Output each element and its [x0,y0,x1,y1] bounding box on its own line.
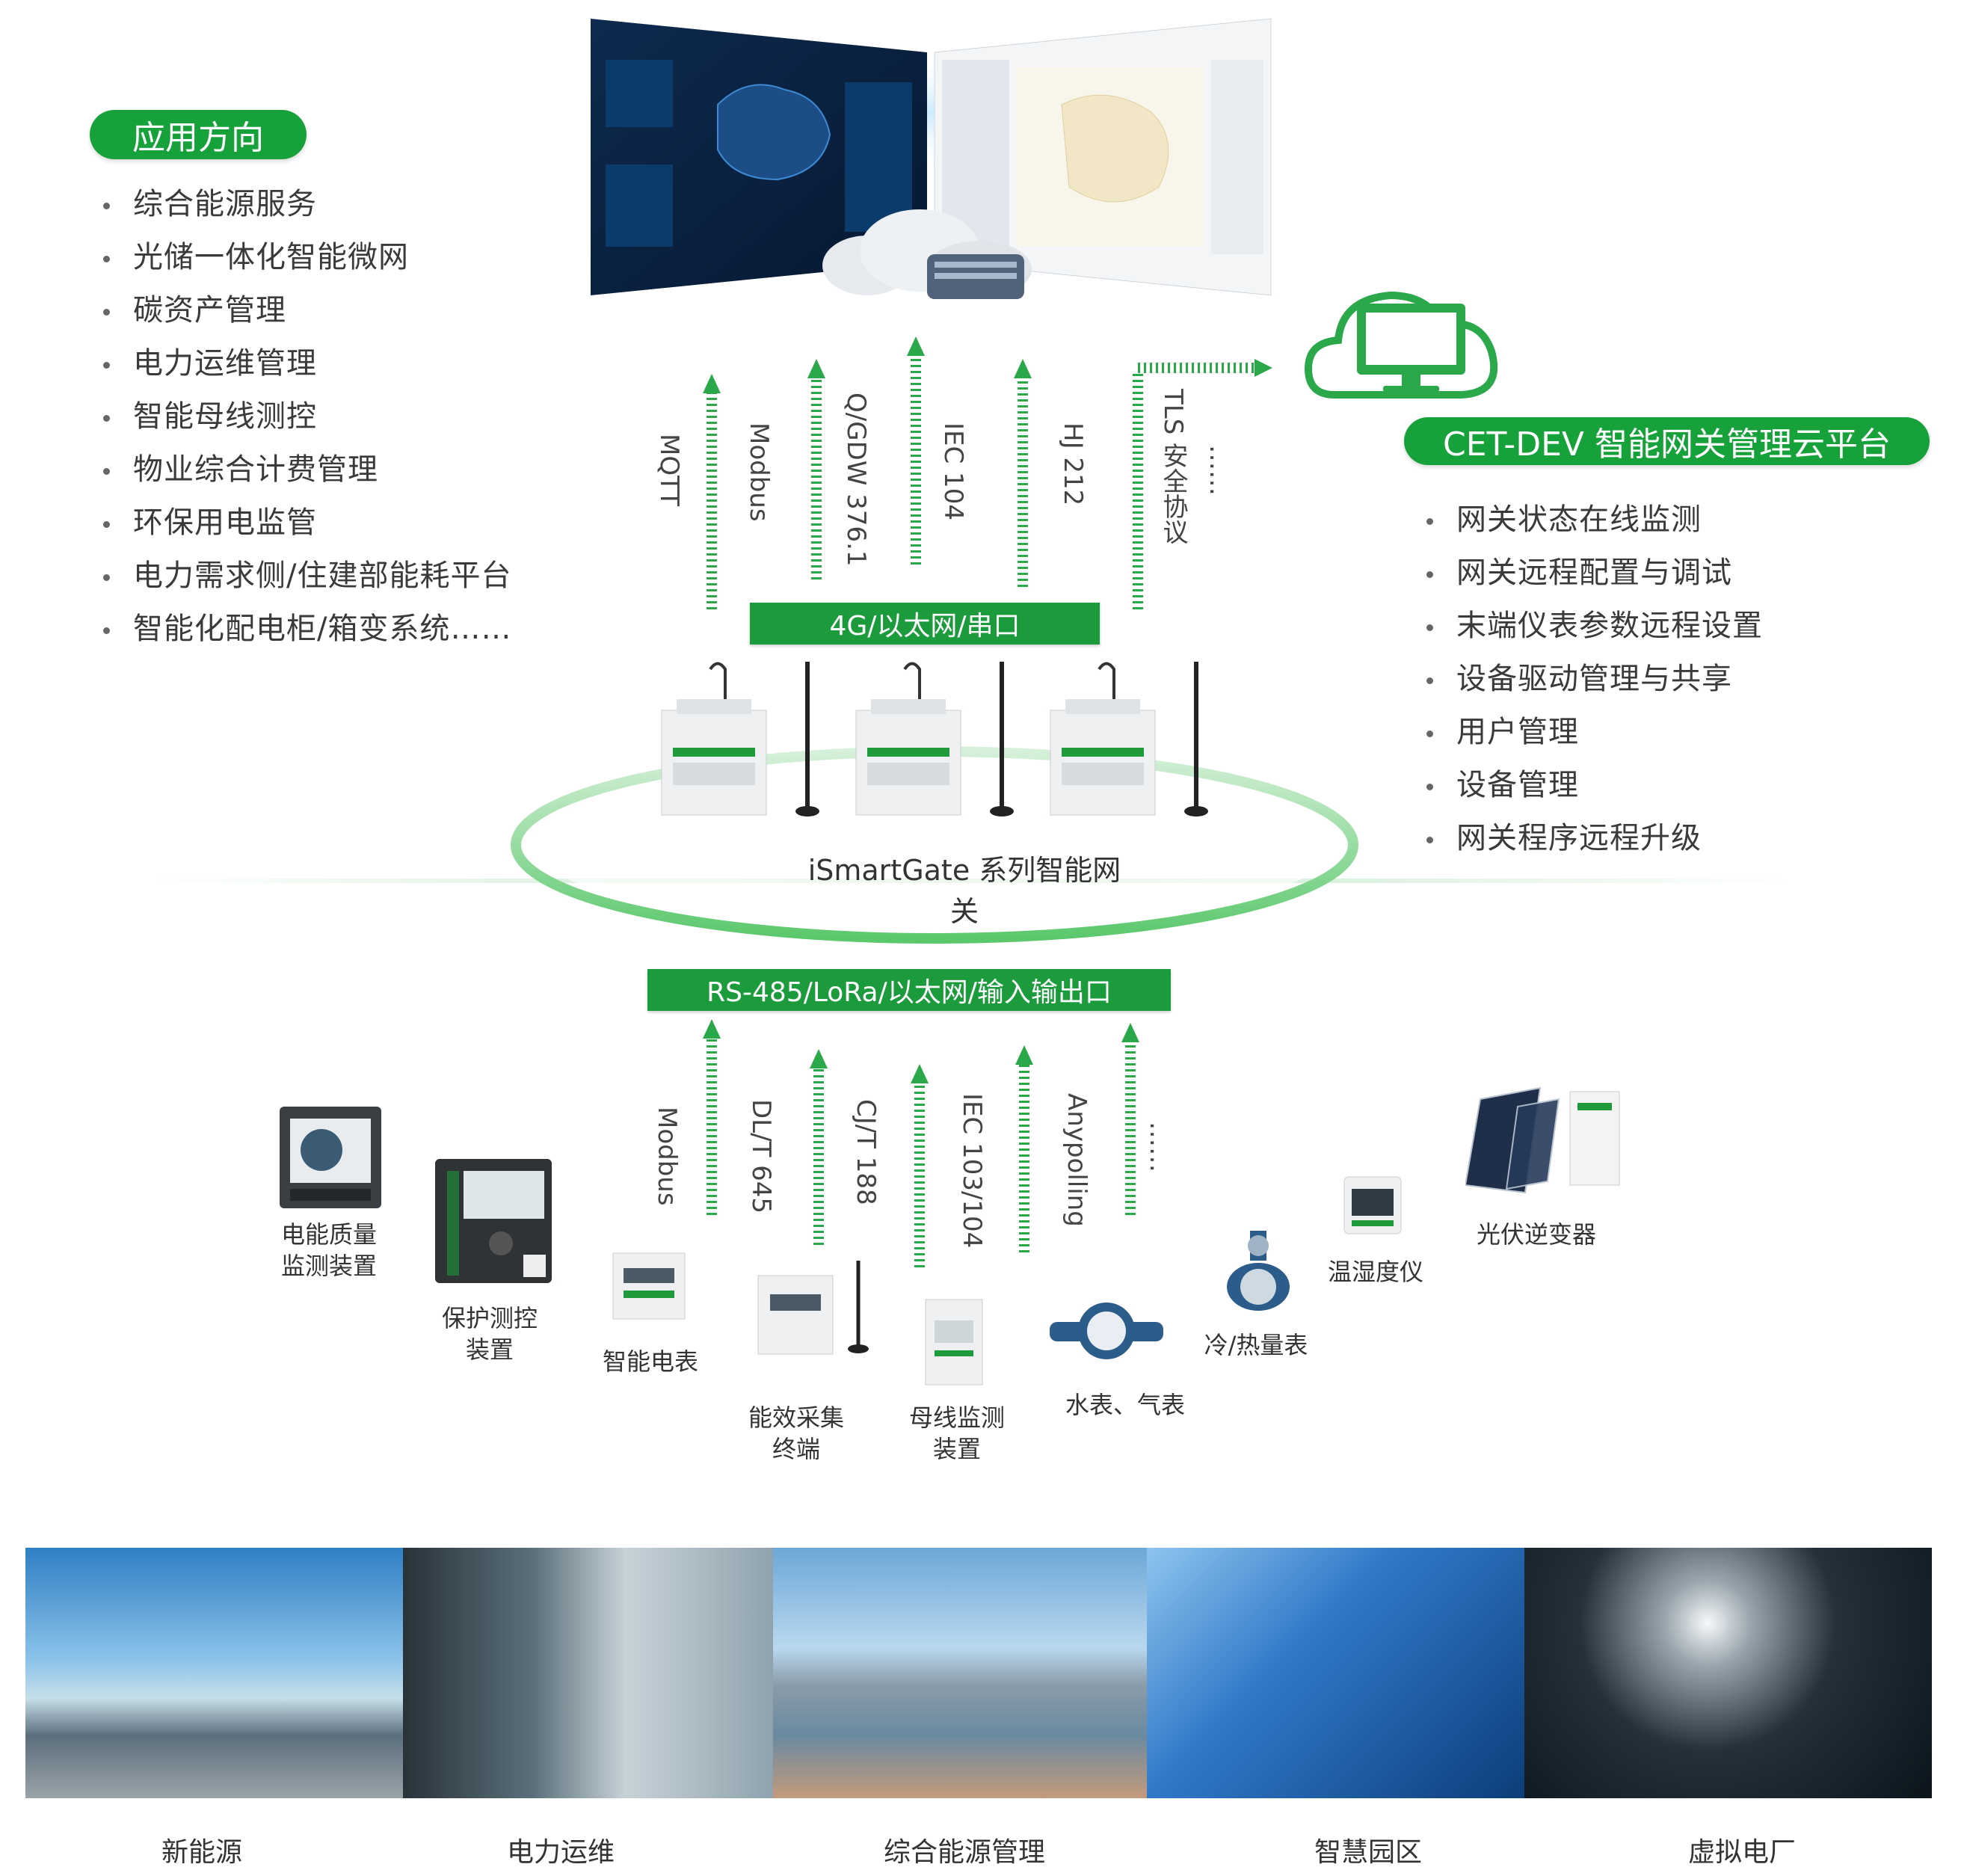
app-direction-list: 综合能源服务 光储一体化智能微网 碳资产管理 电力运维管理 智能母线测控 物业综… [97,178,511,656]
proto-modbus: Modbus [744,422,774,522]
water-meter-label: 水表、气表 [1065,1391,1185,1419]
scene-image-energy-mgmt [773,1548,1147,1798]
protection-device-label: 保护测控 装置 [441,1304,538,1364]
proto-qgdw: Q/GDW 376.1 [841,393,871,567]
heat-meter-label: 冷/热量表 [1204,1331,1308,1359]
energy-terminal-image [755,1261,875,1358]
proto-more: …… [1204,445,1234,496]
scene-image-new-energy [25,1548,403,1798]
protection-device-image [434,1157,553,1285]
scene-label-new-energy: 新能源 [161,1837,242,1868]
scene-image-power-ops [403,1548,773,1798]
pv-inverter-label: 光伏逆变器 [1476,1220,1596,1249]
list-item: 碳资产管理 [97,284,511,337]
proto-cjt188: CJ/T 188 [851,1099,881,1205]
gateway-label: iSmartGate 系列智能网关 [807,854,1121,928]
scene-image-smart-park [1147,1548,1524,1798]
proto-anypolling: Anypolling [1062,1093,1092,1227]
cloud-platform-title: CET-DEV 智能网关管理云平台 [1404,417,1930,465]
lower-arrows [703,1019,1139,1267]
list-item: 网关远程配置与调试 [1420,547,1763,600]
list-item: 电力运维管理 [97,337,511,390]
list-item: 综合能源服务 [97,178,511,231]
smart-meter-label: 智能电表 [602,1347,698,1376]
list-item: 设备管理 [1420,759,1763,812]
smart-meter-image [612,1246,686,1320]
proto-hj212: HJ 212 [1058,422,1088,506]
pq-device-image [278,1105,383,1210]
scene-label-smart-park: 智慧园区 [1314,1837,1422,1868]
proto-iec103: IEC 103/104 [957,1093,987,1249]
scene-image-vpp [1524,1548,1932,1798]
scene-label-power-ops: 电力运维 [506,1837,615,1868]
busbar-device-label: 母线监测 装置 [908,1403,1005,1463]
gateway-devices [658,658,1226,822]
water-meter-image [1047,1300,1166,1367]
proto-dlt645: DL/T 645 [746,1099,776,1214]
upper-arrows [703,336,1272,609]
list-item: 用户管理 [1420,706,1763,759]
list-item: 末端仪表参数远程设置 [1420,600,1763,653]
scene-label-vpp: 虚拟电厂 [1687,1837,1796,1868]
list-item: 网关程序远程升级 [1420,812,1763,865]
list-item: 智能化配电柜/箱变系统…… [97,603,511,656]
temp-device-label: 温湿度仪 [1327,1258,1423,1286]
scene-strip [25,1548,1932,1798]
cloud-feature-list: 网关状态在线监测 网关远程配置与调试 末端仪表参数远程设置 设备驱动管理与共享 … [1420,493,1763,865]
cloud-monitor-icon [1304,283,1506,406]
list-item: 环保用电监管 [97,496,511,550]
proto-iec104: IEC 104 [938,422,968,520]
proto-lower-more: …… [1144,1122,1174,1172]
pv-inverter-image [1464,1084,1622,1196]
upper-link-bar: 4G/以太网/串口 [750,603,1100,645]
list-item: 电力需求侧/住建部能耗平台 [97,550,511,603]
lower-link-bar: RS-485/LoRa/以太网/输入输出口 [647,969,1171,1011]
busbar-device-image [924,1298,984,1386]
energy-terminal-label: 能效采集 终端 [748,1403,844,1463]
list-item: 光储一体化智能微网 [97,231,511,284]
list-item: 设备驱动管理与共享 [1420,653,1763,706]
dashboard-screen [538,15,1316,299]
proto-lower-modbus: Modbus [652,1107,682,1206]
pq-device-label: 电能质量 监测装置 [280,1220,377,1280]
app-direction-title: 应用方向 [90,110,307,159]
temp-device-image [1343,1175,1403,1235]
list-item: 网关状态在线监测 [1420,493,1763,547]
proto-tls: TLS 安全协议 [1158,389,1188,545]
proto-mqtt: MQTT [654,434,684,507]
list-item: 智能母线测控 [97,390,511,443]
list-item: 物业综合计费管理 [97,443,511,496]
heat-meter-image [1220,1231,1295,1313]
scene-label-energy-mgmt: 综合能源管理 [883,1837,1045,1868]
